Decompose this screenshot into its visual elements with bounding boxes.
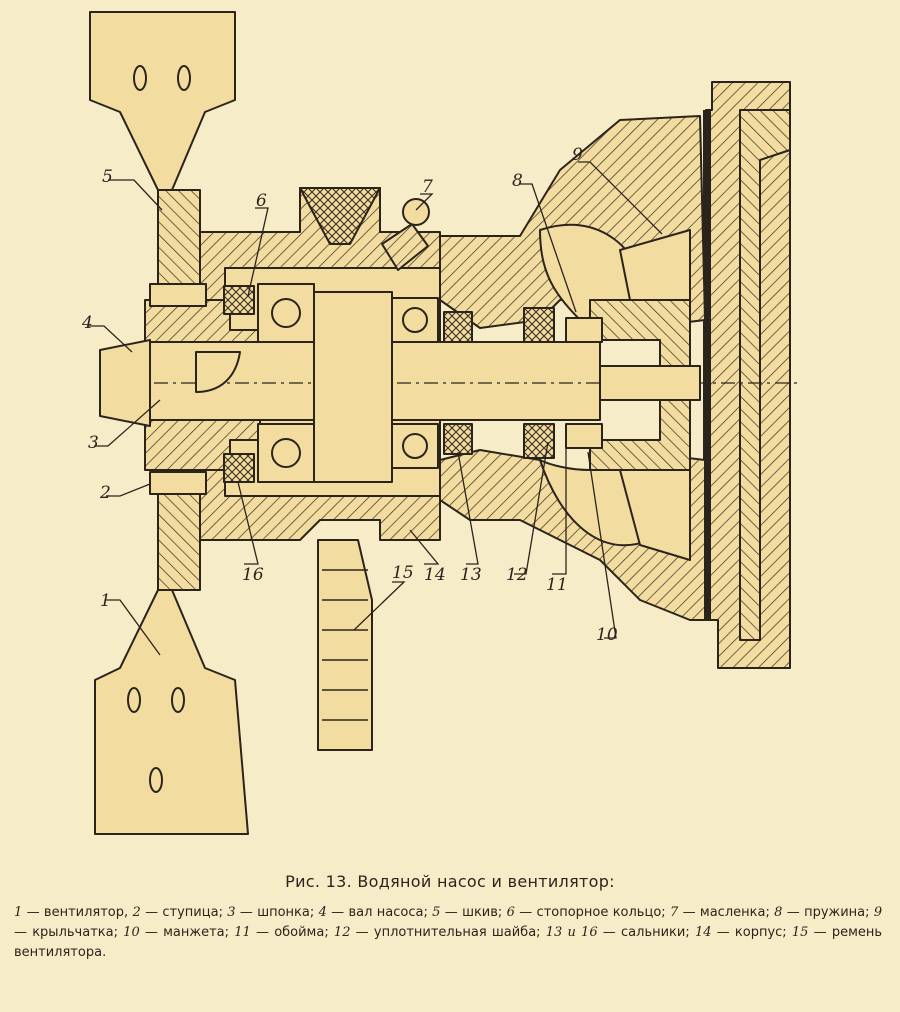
fan-belt [317, 539, 373, 751]
callout-7: 7 [422, 177, 433, 197]
callout-5: 5 [102, 167, 113, 187]
callout-2: 2 [99, 483, 111, 503]
figure-title: Рис. 13. Водяной насос и вентилятор: [285, 872, 615, 891]
leader-lines [88, 161, 663, 656]
washer-12-bottom [523, 423, 555, 459]
callout-15: 15 [392, 563, 414, 583]
legend-item: 15 — ремень вентилятора. [14, 925, 883, 960]
belt-ribs [322, 569, 368, 721]
shaft-nut [99, 339, 151, 427]
callout-16: 16 [242, 565, 264, 585]
callout-11: 11 [546, 575, 568, 595]
legend-item: 14 — корпус; [694, 925, 792, 940]
spacer-sleeve [313, 291, 393, 483]
figure-caption: Рис. 13. Водяной насос и вентилятор: 1 —… [0, 872, 900, 963]
rear-bearing-top [391, 297, 439, 343]
legend-item: 6 — стопорное кольцо; [506, 905, 670, 920]
legend-item: 12 — уплотнительная шайба; [333, 925, 546, 940]
hub-bolt-top [149, 283, 207, 307]
callout-4: 4 [81, 313, 93, 333]
front-bearing-top [257, 283, 315, 343]
shaft-key [195, 351, 241, 393]
legend-item: 2 — ступица; [132, 905, 228, 920]
rear-bearing-bottom [391, 423, 439, 469]
legend-item: 7 — масленка; [669, 905, 775, 920]
seal-16-bottom [223, 453, 255, 483]
hub-bolt-bottom [149, 471, 207, 495]
legend-item: 9 — крыльчатка; [14, 905, 883, 940]
callout-8: 8 [512, 171, 523, 191]
callout-3: 3 [88, 433, 99, 453]
callout-6: 6 [256, 191, 267, 211]
water-pump-cross-section-drawing: 1 2 3 4 5 6 7 8 9 10 11 12 13 14 15 16 [81, 11, 800, 835]
fan-blade-bottom [94, 589, 249, 835]
legend-item: 8 — пружина; [774, 905, 874, 920]
legend-item: 13 и 16 — сальники; [545, 925, 695, 940]
legend-item: 10 — манжета; [123, 925, 235, 940]
legend-item: 4 — вал насоса; [318, 905, 433, 920]
fan-blade-top [89, 11, 236, 191]
block-inner-edge [739, 109, 791, 641]
spring-8-bottom [565, 423, 603, 449]
oiler-body [381, 223, 429, 271]
front-bearing-bottom [257, 423, 315, 483]
figure-legend: 1 — вентилятор, 2 — ступица; 3 — шпонка;… [14, 903, 882, 963]
spring-8-top [565, 317, 603, 343]
oiler-ball [402, 198, 430, 226]
pulley-belt-top [299, 187, 381, 245]
seal-13-top [443, 311, 473, 343]
callouts: 1 2 3 4 5 6 7 8 9 10 11 12 13 14 15 16 [81, 145, 618, 645]
seal-13-bottom [443, 423, 473, 455]
block-gasket [703, 110, 711, 620]
impeller-blade [619, 229, 691, 301]
callout-13: 13 [460, 565, 482, 585]
washer-12-top [523, 307, 555, 343]
impeller-blade-lower [619, 469, 691, 561]
legend-item: 5 — шкив; [432, 905, 507, 920]
callout-9: 9 [572, 145, 583, 165]
callout-1: 1 [100, 591, 111, 611]
callout-12: 12 [506, 565, 528, 585]
legend-item: 11 — обойма; [234, 925, 334, 940]
rear-bolt [599, 365, 701, 401]
callout-10: 10 [596, 625, 618, 645]
legend-item: 3 — шпонка; [227, 905, 319, 920]
callout-14: 14 [424, 565, 446, 585]
legend-item: 1 — вентилятор, [14, 905, 133, 920]
